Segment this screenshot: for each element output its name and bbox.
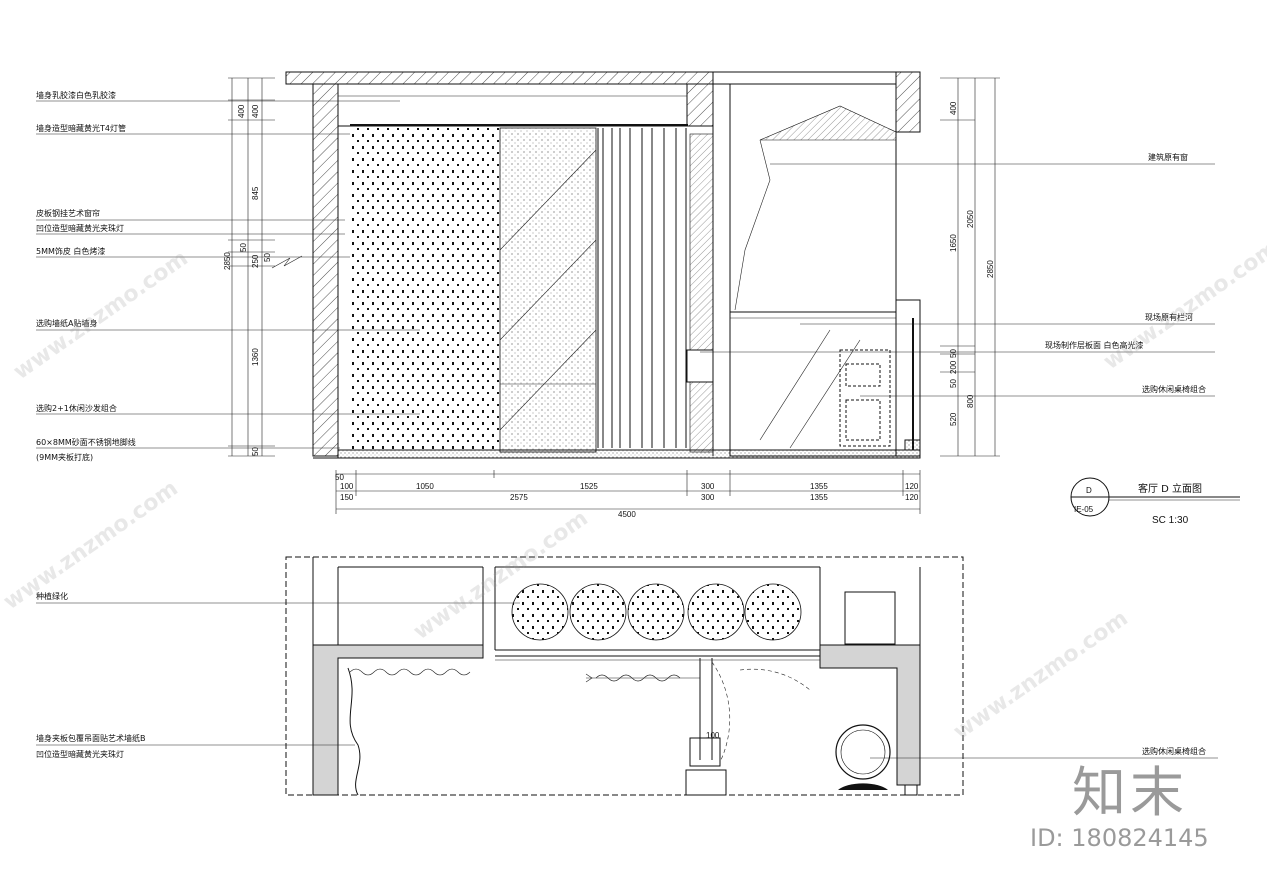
label-t4-lamp: 墙身造型暗藏黄光T4灯管 [36, 123, 126, 133]
label-railing: 现场原有栏河 [1145, 312, 1193, 322]
dim-bottom-r1-4: 300 [701, 482, 715, 491]
right-leaders [700, 163, 1215, 397]
label-table-chair: 选购休闲桌椅组合 [1142, 384, 1206, 394]
dim-plan-small: 100 [706, 731, 720, 740]
dim-bottom-total: 4500 [618, 510, 636, 519]
label-shelf: 现场制作层板面 白色高光漆 [1045, 340, 1144, 350]
dim-right-inner-3: 800 [966, 394, 975, 408]
watermark-5: www.znzmo.com [0, 476, 183, 615]
label-art-curtain: 皮板钢挂艺术窗帘 [36, 208, 100, 218]
dim-left-inner-3: 845 [251, 186, 260, 200]
dim-bottom-r1-6: 120 [905, 482, 919, 491]
label-5mm-skin: 5MM饰皮 白色烤漆 [36, 246, 105, 256]
bottom-dimensions [335, 470, 921, 514]
label-table-chair-plan: 选购休闲桌椅组合 [1142, 746, 1206, 756]
right-dimensions [940, 77, 1000, 457]
dim-left-inner-1: 400 [237, 104, 246, 118]
watermark-1: www.znzmo.com [9, 246, 193, 385]
label-plywood-base: (9MM夹板打底) [36, 452, 93, 462]
dim-left-small-1: 50 [239, 243, 248, 252]
dim-left-inner-4: 1360 [251, 348, 260, 366]
dim-right-inner-1: 400 [949, 101, 958, 115]
watermark-4: www.znzmo.com [949, 606, 1133, 745]
label-recess-lamp: 凹位造型暗藏黄光夹珠灯 [36, 223, 124, 233]
dim-right-small-2: 200 [949, 360, 958, 374]
drawing-scale: SC 1:30 [1152, 515, 1189, 526]
dim-right-inner-2: 1650 [949, 234, 958, 252]
drawing-tag-letter: D [1086, 486, 1092, 495]
dim-bottom-top: 50 [335, 473, 344, 482]
label-planting: 种植绿化 [36, 591, 68, 601]
brand-logo: 知末 [1072, 761, 1188, 824]
dim-bottom-r1-2: 1050 [416, 482, 434, 491]
elevation-drawing [285, 71, 921, 459]
dim-bottom-r1-5: 1355 [810, 482, 828, 491]
dim-bottom-r1-1: 100 [340, 482, 354, 491]
dim-right-small-3: 50 [949, 379, 958, 388]
dim-left-inner-5: 50 [251, 447, 260, 456]
plan-drawing [285, 556, 964, 796]
label-original-window: 建筑原有窗 [1148, 152, 1188, 162]
dim-bottom-r2-1: 150 [340, 493, 354, 502]
watermark-3: www.znzmo.com [1099, 236, 1267, 375]
dim-right-small-4: 520 [949, 412, 958, 426]
title-block [1070, 477, 1240, 517]
label-skirting: 60×8MM砂面不锈钢地脚线 [36, 437, 136, 447]
label-wallpaper-b: 墙身夹板包覆吊面贴艺术墙纸B [36, 733, 146, 743]
dim-right-small-1: 50 [949, 349, 958, 358]
dim-left-small-2: 250 [251, 254, 260, 268]
dim-bottom-r2-5: 120 [905, 493, 919, 502]
label-wallpaper-a: 选购墙纸A贴墙身 [36, 318, 97, 328]
dim-left-inner-2: 400 [251, 104, 260, 118]
plan-leaders [36, 602, 1218, 759]
dim-bottom-r1-3: 1525 [580, 482, 598, 491]
label-sofa-set: 选购2+1休闲沙发组合 [36, 403, 117, 413]
dim-bottom-r2-3: 300 [701, 493, 715, 502]
left-dimensions [228, 77, 303, 457]
left-leaders [36, 100, 420, 449]
dim-right-outer: 2850 [986, 260, 995, 278]
label-wall-paint: 墙身乳胶漆白色乳胶漆 [36, 90, 116, 100]
dim-bottom-r2-4: 1355 [810, 493, 828, 502]
drawing-tag-code: IE-05 [1074, 505, 1094, 514]
label-recess-lamp-plan: 凹位造型暗藏黄光夹珠灯 [36, 749, 124, 759]
dim-bottom-r2-2: 2575 [510, 493, 528, 502]
brand-id: ID: 180824145 [1030, 824, 1209, 852]
dim-right-mid: 2050 [966, 210, 975, 228]
watermarks: www.znzmo.com www.znzmo.com www.znzmo.co… [0, 236, 1267, 745]
dim-left-outer: 2850 [223, 252, 232, 270]
drawing-title: 客厅 D 立面图 [1138, 482, 1202, 495]
